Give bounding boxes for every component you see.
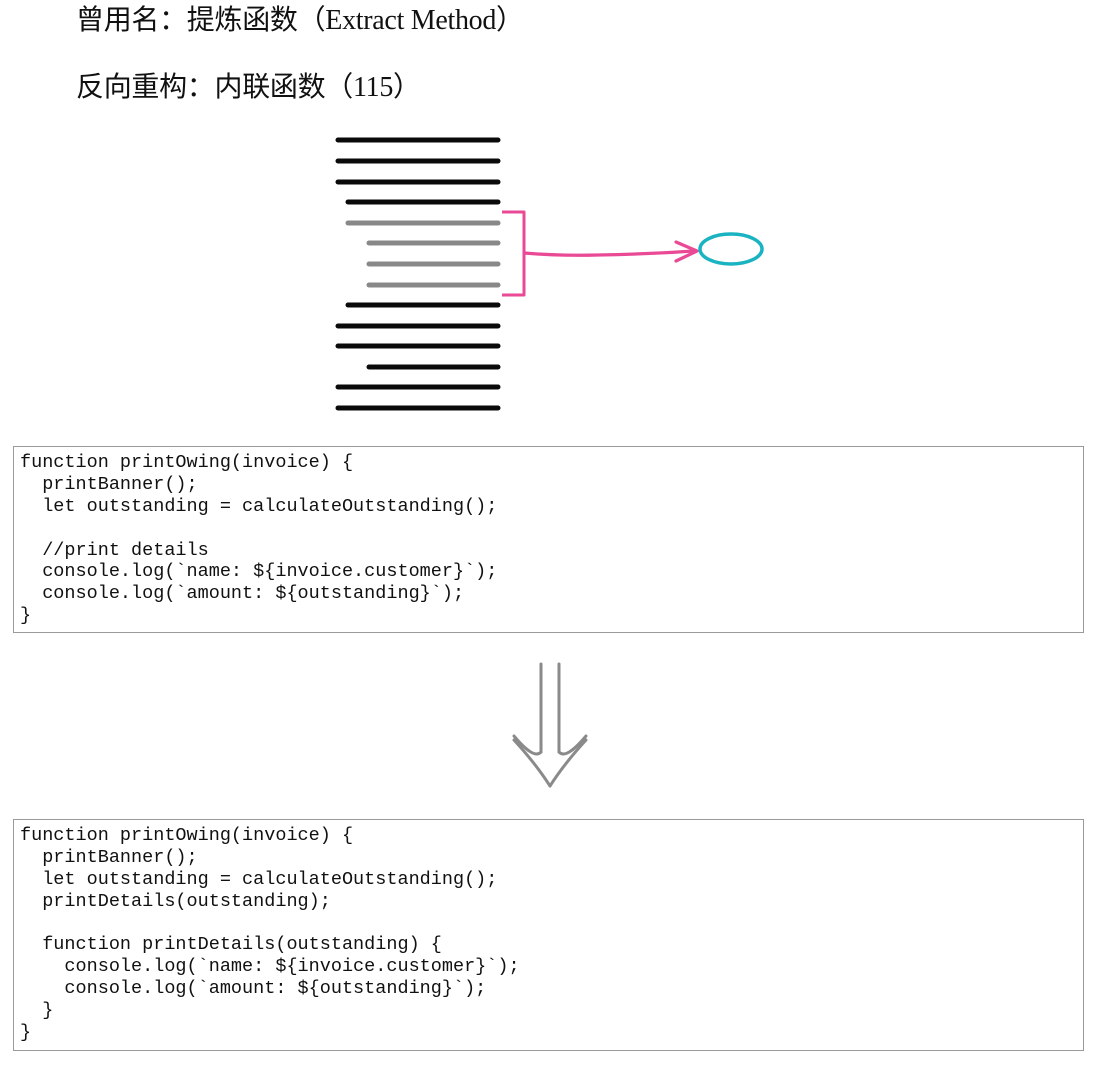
code-lines-sketch xyxy=(335,137,501,411)
code-line: function printOwing(invoice) { xyxy=(20,825,354,846)
code-line: printBanner(); xyxy=(20,846,198,868)
code-line: function printOwing(invoice) { xyxy=(20,452,354,473)
bracket-icon xyxy=(502,210,526,297)
double-down-arrow-icon xyxy=(512,662,588,788)
aka-heading: 曾用名：提炼函数（Extract Method） xyxy=(76,5,524,36)
code-line: printDetails(outstanding); xyxy=(20,890,331,912)
curved-arrow-icon xyxy=(522,249,696,257)
code-line: console.log(`name: ${invoice.customer}`)… xyxy=(20,561,498,583)
code-block-after: function printOwing(invoice) { printBann… xyxy=(13,819,1084,1051)
code-line: } xyxy=(20,605,32,627)
function-oval-icon xyxy=(698,232,764,266)
code-line: } xyxy=(20,1022,32,1044)
code-line: let outstanding = calculateOutstanding()… xyxy=(20,868,498,890)
refactor-arrow xyxy=(508,660,592,792)
code-line: printBanner(); xyxy=(20,473,198,495)
arrowhead-icon xyxy=(674,240,699,263)
inverse-refactoring-heading: 反向重构：内联函数（115） xyxy=(76,72,421,103)
extract-function-diagram xyxy=(335,137,764,411)
code-line: function printDetails(outstanding) { xyxy=(20,934,442,956)
code-line: let outstanding = calculateOutstanding()… xyxy=(20,495,498,517)
code-line: //print details xyxy=(20,539,209,561)
code-line: console.log(`amount: ${outstanding}`); xyxy=(20,583,465,605)
code-line xyxy=(20,518,1077,540)
code-line: } xyxy=(20,1000,54,1022)
code-line: console.log(`amount: ${outstanding}`); xyxy=(20,978,487,1000)
code-line xyxy=(20,913,1077,935)
code-block-before: function printOwing(invoice) { printBann… xyxy=(13,446,1084,633)
code-line: console.log(`name: ${invoice.customer}`)… xyxy=(20,956,520,978)
